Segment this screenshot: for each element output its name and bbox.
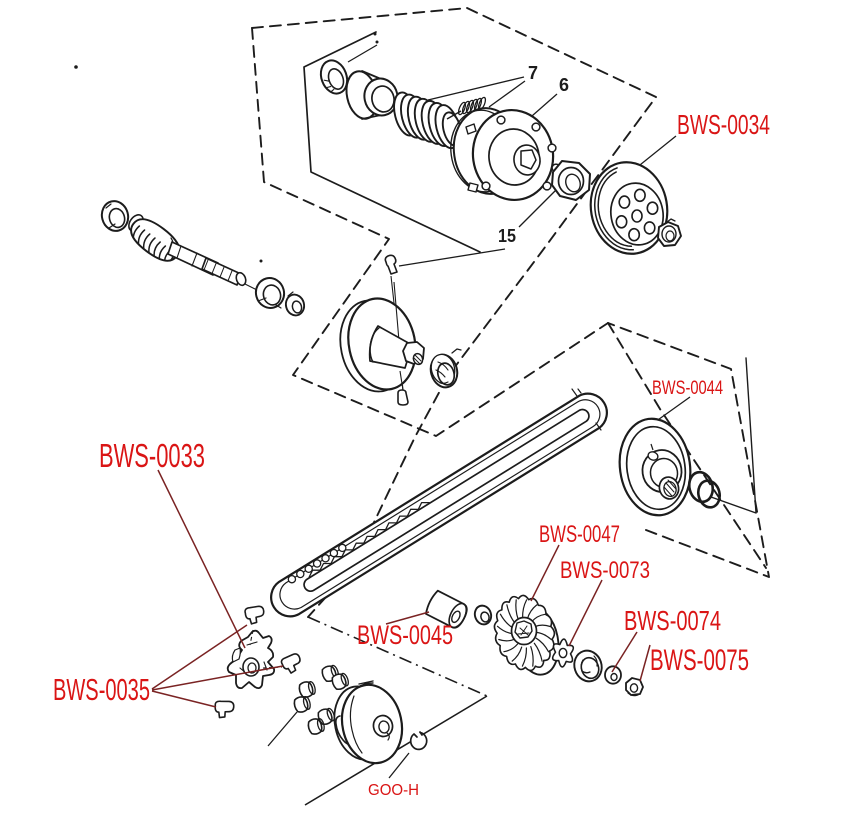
svg-text:BWS-0045: BWS-0045: [357, 620, 453, 650]
svg-text:6: 6: [559, 75, 569, 95]
svg-text:BWS-0044: BWS-0044: [652, 378, 723, 399]
svg-text:BWS-0047: BWS-0047: [539, 521, 620, 548]
svg-text:BWS-0075: BWS-0075: [650, 644, 749, 677]
svg-text:7: 7: [528, 63, 538, 83]
svg-text:BWS-0035: BWS-0035: [53, 672, 150, 707]
svg-text:BWS-0074: BWS-0074: [624, 605, 721, 636]
svg-text:BWS-0073: BWS-0073: [560, 557, 650, 584]
svg-text:GOO-H: GOO-H: [368, 782, 419, 799]
svg-text:BWS-0033: BWS-0033: [99, 437, 205, 474]
svg-text:15: 15: [498, 226, 516, 246]
svg-text:BWS-0034: BWS-0034: [677, 109, 770, 140]
